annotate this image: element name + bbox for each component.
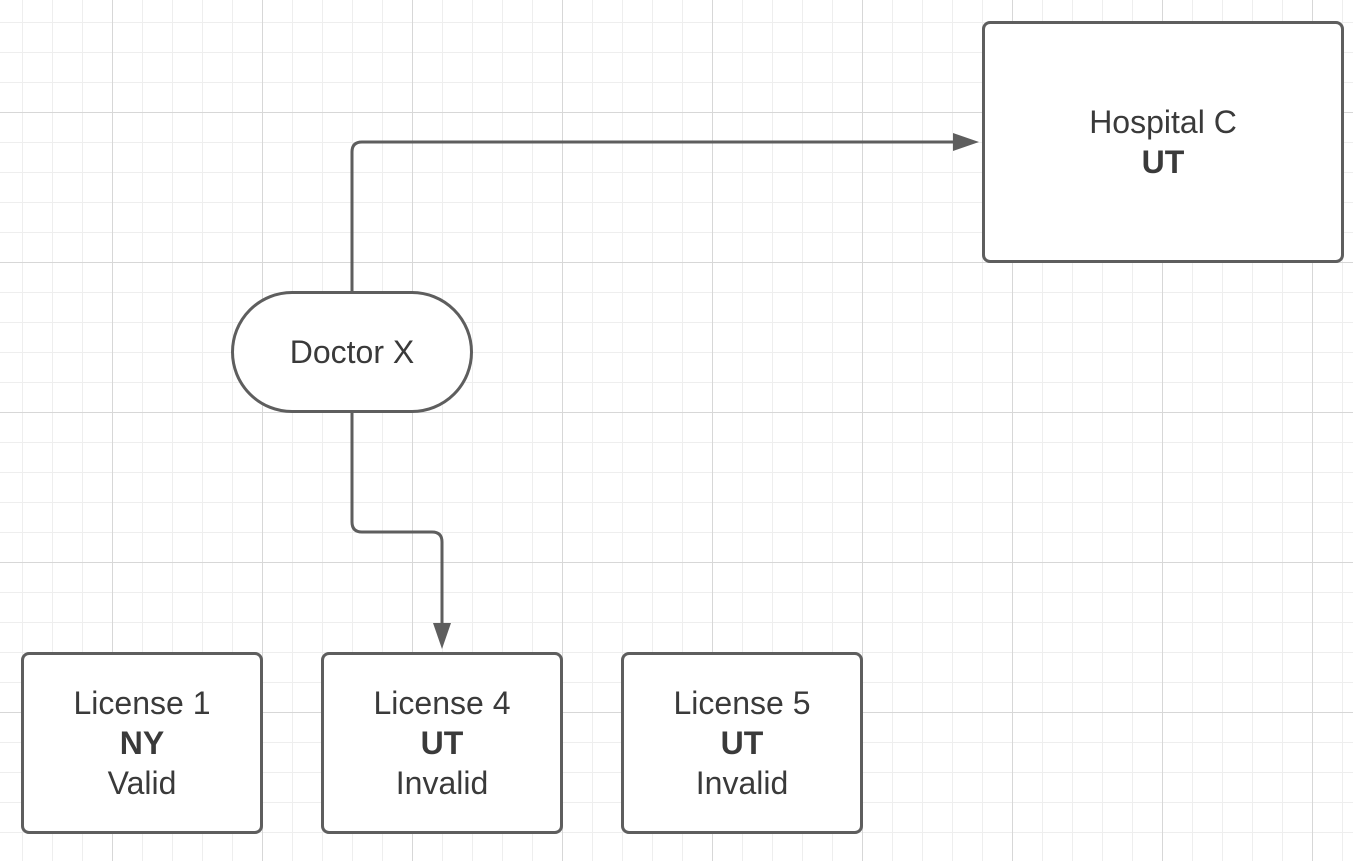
license-node-5[interactable]: License 5 UT Invalid [621,652,863,834]
hospital-node[interactable]: Hospital C UT [982,21,1344,263]
arrowhead-license-4 [433,623,451,649]
license-name: License 4 [373,685,511,721]
license-status: Invalid [695,765,789,801]
connector-doctor-to-license-4[interactable] [350,413,444,625]
arrowhead-hospital [953,133,979,151]
doctor-name: Doctor X [289,334,415,370]
license-node-1[interactable]: License 1 NY Valid [21,652,263,834]
connector-doctor-to-hospital[interactable] [350,140,955,291]
hospital-state: UT [1141,144,1185,180]
license-status: Valid [107,765,177,801]
doctor-node[interactable]: Doctor X [231,291,473,413]
license-name: License 5 [673,685,811,721]
license-node-4[interactable]: License 4 UT Invalid [321,652,563,834]
hospital-name: Hospital C [1089,104,1237,140]
license-status: Invalid [395,765,489,801]
license-state: UT [720,725,764,761]
license-state: NY [119,725,165,761]
license-name: License 1 [73,685,211,721]
license-state: UT [420,725,464,761]
